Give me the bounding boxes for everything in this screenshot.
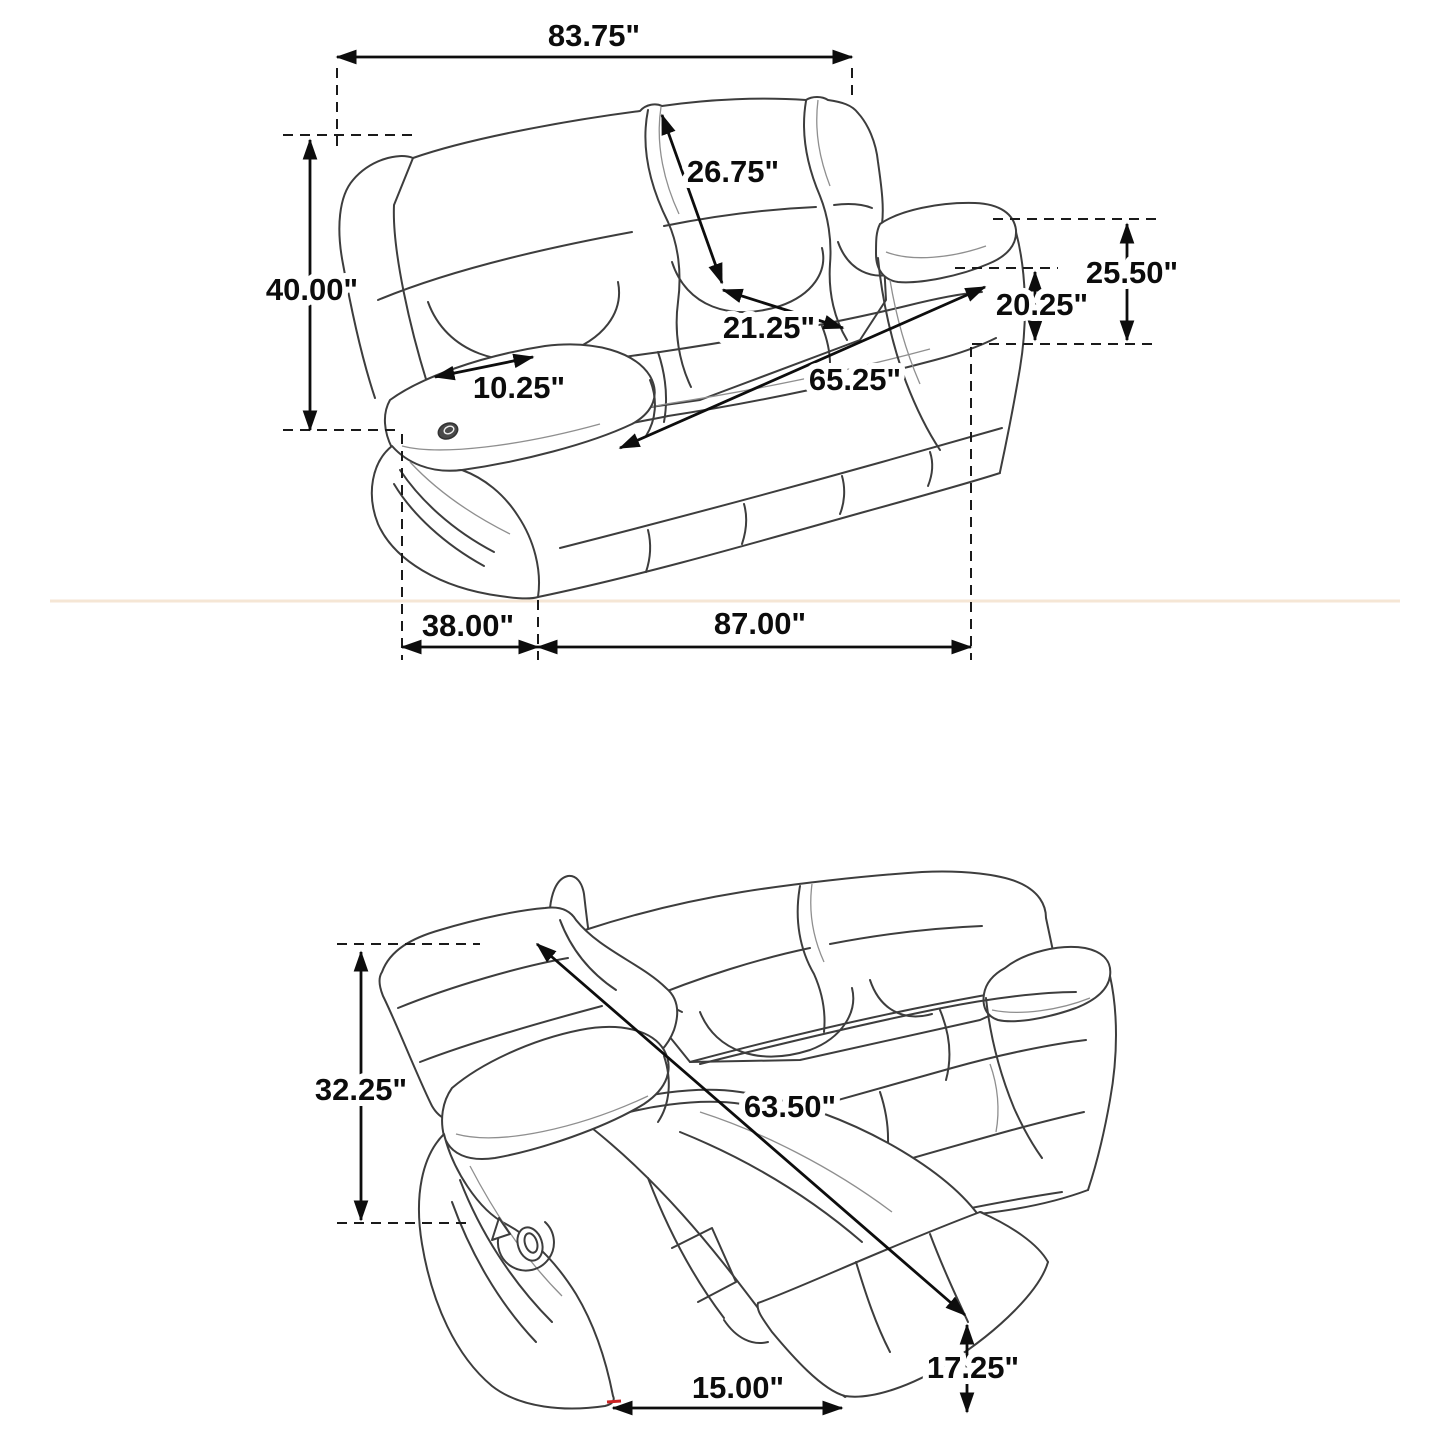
dim-overall-width: 83.75" xyxy=(548,18,640,53)
dim-reclined-length: 63.50" xyxy=(744,1089,836,1124)
dim-inside-width-line xyxy=(618,285,987,450)
dim-inside-width: 65.25" xyxy=(809,362,901,397)
power-button-icon xyxy=(437,422,459,440)
dim-overall-depth: 38.00" xyxy=(422,608,514,643)
dim-back-height: 26.75" xyxy=(687,154,779,189)
dim-footrest-height: 17.25" xyxy=(927,1350,1019,1385)
dim-seat-height: 20.25" xyxy=(996,287,1088,322)
dim-reclined-back-height: 32.25" xyxy=(315,1072,407,1107)
dim-arm-width: 10.25" xyxy=(473,370,565,405)
dim-seat-depth: 21.25" xyxy=(723,310,815,345)
dim-back-height-line xyxy=(660,113,724,285)
dims-upright: 83.75" 40.00" 26.75" 21.25" 10.25" 65.25… xyxy=(260,12,1184,660)
sofa-reclined-drawing xyxy=(378,870,1117,1410)
dim-body-width: 87.00" xyxy=(714,606,806,641)
red-mark xyxy=(606,1399,622,1404)
dim-overall-height: 40.00" xyxy=(266,272,358,307)
dim-reclined-length-line xyxy=(535,942,967,1317)
dim-arm-height: 25.50" xyxy=(1086,255,1178,290)
dim-footrest-depth: 15.00" xyxy=(692,1370,784,1405)
dim-arm-width-line xyxy=(433,353,535,381)
dims-reclined: 32.25" 63.50" 17.25" 15.00" xyxy=(309,942,1025,1416)
